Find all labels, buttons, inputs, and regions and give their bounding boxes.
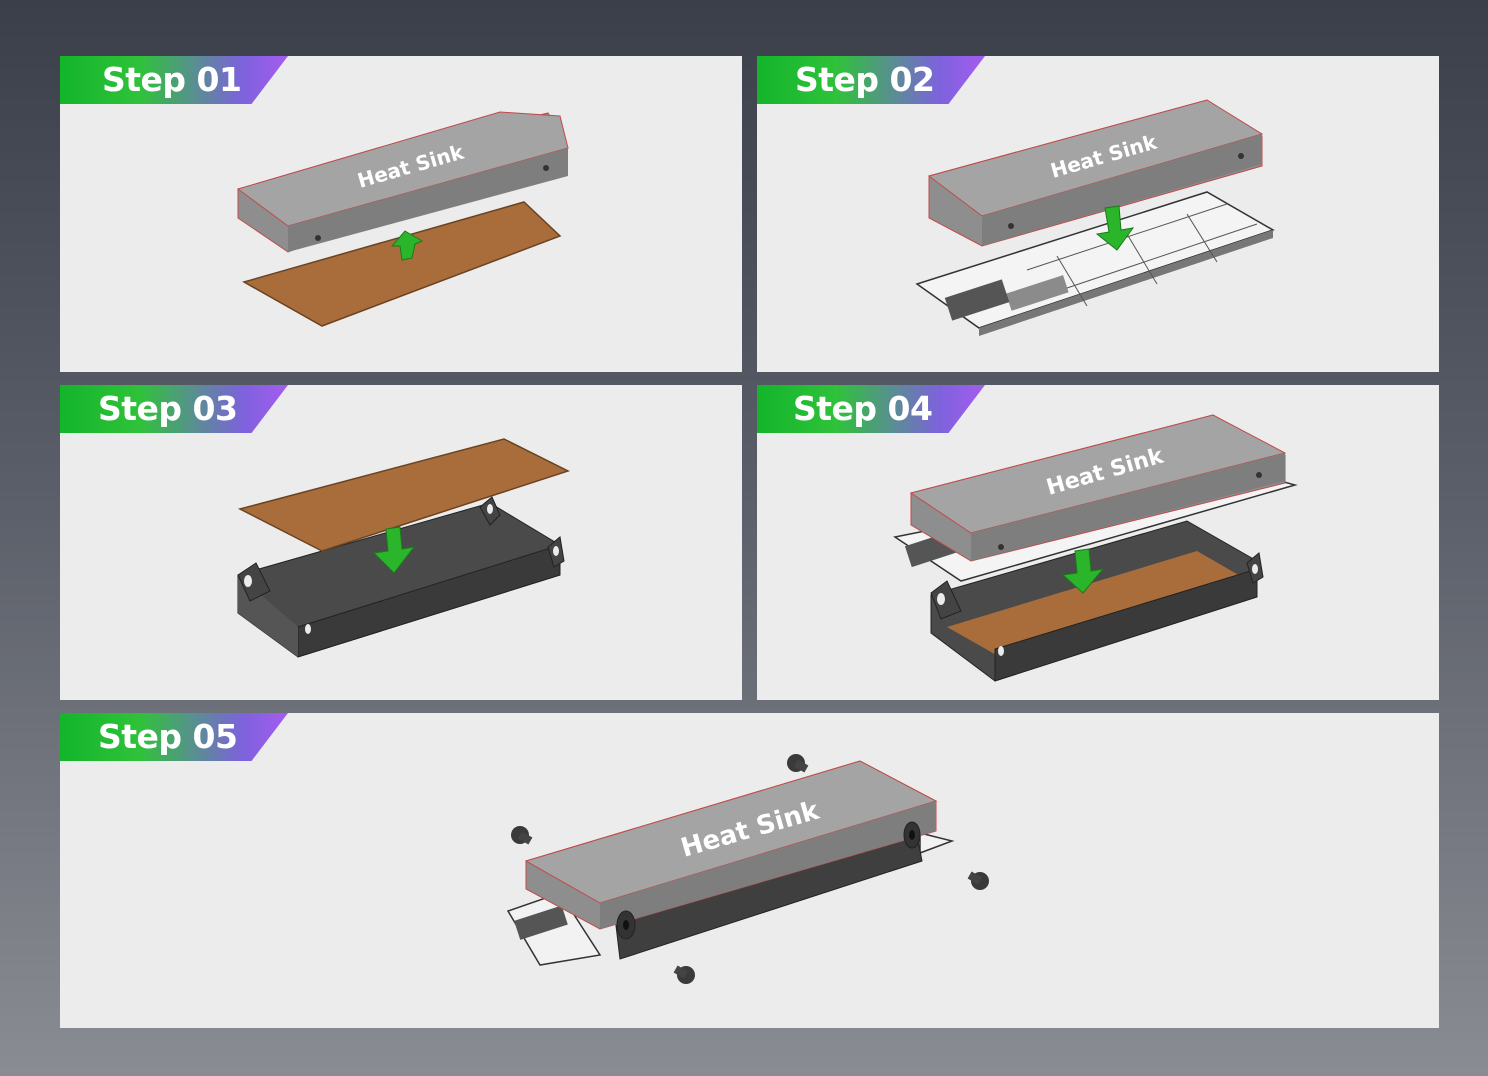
screw (673, 965, 695, 984)
thermal-pad (242, 201, 562, 327)
step-01-illustration: Heat Sink (236, 111, 569, 327)
down-arrow (1095, 205, 1135, 251)
step-03-illustration (237, 438, 570, 658)
heat-sink: Heat Sink (927, 99, 1264, 247)
step-05-panel: Step 05 Heat Sink (60, 713, 1439, 1028)
down-arrow (1061, 548, 1105, 594)
step-04-illustration: Heat Sink (893, 414, 1298, 682)
step-01-label: Step 01 (102, 60, 242, 99)
ssd-board (915, 191, 1275, 336)
heat-sink: Heat Sink (236, 111, 569, 253)
screw (511, 826, 533, 845)
heat-sink: Heat Sink (524, 760, 938, 930)
step-02-panel: Step 02 Heat Sink (757, 56, 1439, 372)
step-04-tag (757, 385, 985, 433)
step-03-tag (60, 385, 288, 433)
step-01-tag (60, 56, 288, 104)
step-02-tag (757, 56, 985, 104)
step-04-panel: Step 04 Heat Sink (757, 385, 1439, 700)
mounting-bracket (930, 520, 1264, 682)
step-02-label: Step 02 (795, 60, 935, 99)
mounting-bracket (237, 496, 565, 658)
step-03-panel: Step 03 (60, 385, 742, 700)
step-01-panel: Step 01 Heat Sink (60, 56, 742, 372)
thermal-pad (237, 438, 570, 552)
step-04-label: Step 04 (793, 389, 933, 428)
screw (787, 754, 809, 773)
step-02-illustration: Heat Sink (915, 99, 1275, 336)
step-05-label: Step 05 (98, 717, 238, 756)
step-05-tag (60, 713, 288, 761)
step-03-label: Step 03 (98, 389, 238, 428)
ssd-board (506, 832, 955, 966)
step-05-illustration: Heat Sink (506, 754, 989, 984)
up-arrow (390, 230, 424, 261)
down-arrow (372, 526, 416, 574)
screw (967, 871, 989, 890)
